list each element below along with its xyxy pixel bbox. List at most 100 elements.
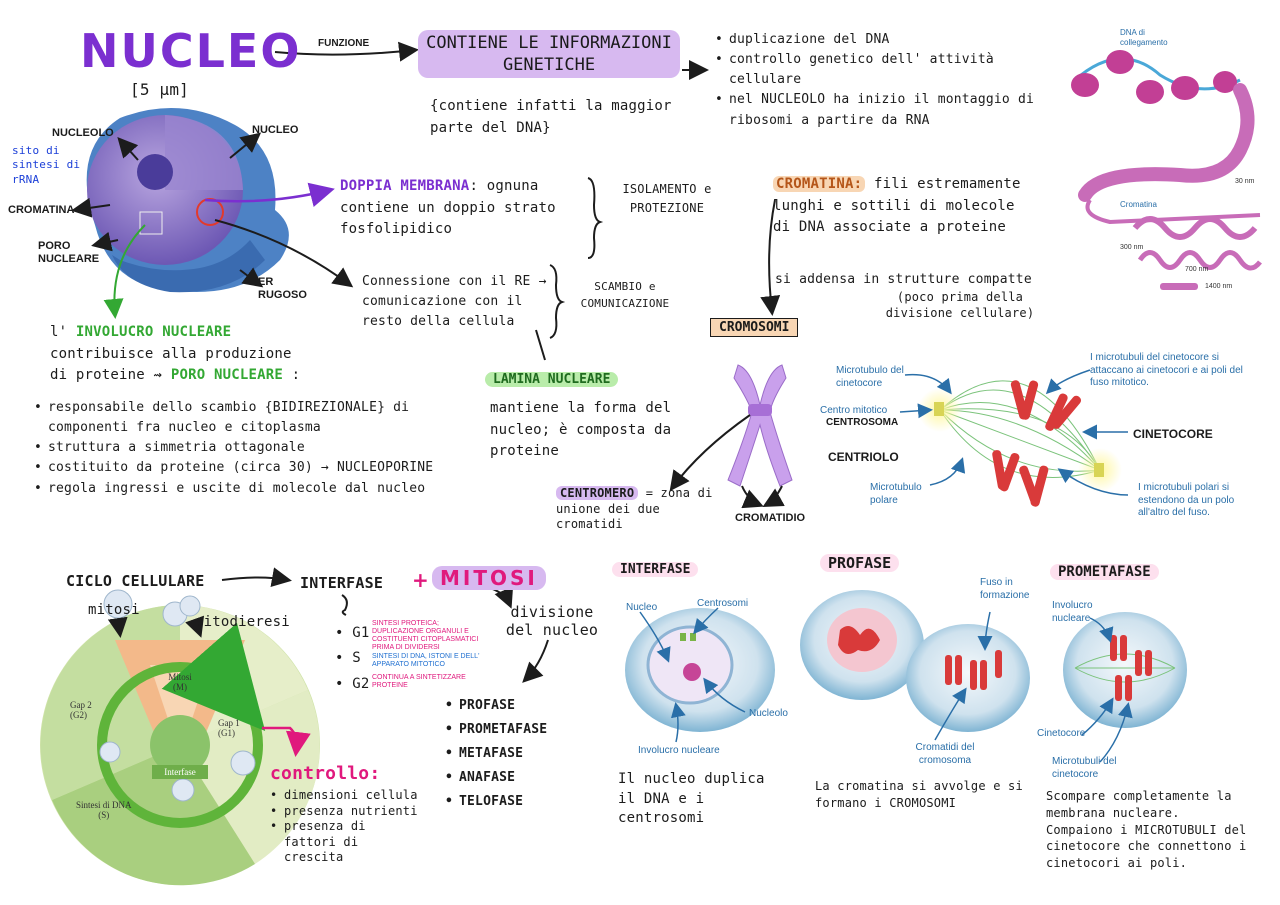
dna-scale-700: 700 nm — [1185, 266, 1209, 273]
controllo-item: dimensioni cellula — [270, 788, 420, 804]
interfase-nucleo: Nucleo — [626, 602, 658, 613]
spindle-r2: CINETOCORE — [1133, 427, 1213, 441]
phase-item: TELOFASE — [445, 790, 547, 814]
ciclo-title: CICLO CELLULARE — [66, 572, 205, 590]
profase-cells — [800, 590, 1030, 732]
centromero-text: = zona di unione dei due cromatidi — [556, 486, 713, 532]
cycle-sintesi-text: Sintesi di DNA — [76, 800, 132, 810]
label-poro: PORO NUCLEARE — [38, 240, 100, 266]
involucro-intro: l' — [50, 324, 68, 340]
involucro-item: responsabile dello scambio {BIDIREZIONAL… — [34, 398, 454, 438]
plus-sign: + — [412, 568, 429, 592]
s-label: • S — [335, 650, 361, 666]
dna-scale-1400: 1400 nm — [1205, 283, 1233, 290]
interfase-involucro: Involucro nucleare — [638, 745, 720, 756]
phases-list: PROFASE PROMETAFASE METAFASE ANAFASE TEL… — [445, 694, 547, 814]
nucleus-size: [5 μm] — [130, 80, 189, 99]
s-code: S — [352, 650, 361, 666]
mitosi-label: MITOSI — [432, 566, 546, 590]
function-item: nel NUCLEOLO ha inizio il montaggio di r… — [715, 90, 1045, 130]
involucro-text2: di proteine ⇝ — [50, 367, 163, 384]
spindle-chromosomes — [992, 380, 1082, 507]
cycle-g2-text: (G2) — [70, 710, 87, 720]
cycle-cito-label: citodieresi — [195, 614, 290, 630]
page-title: NUCLEO — [80, 24, 302, 78]
label-nucleolo: NUCLEOLO — [52, 127, 114, 139]
cycle-gap1-text: Gap 1 — [218, 718, 240, 728]
genetic-info-text: CONTIENE LE INFORMAZIONI GENETICHE — [426, 33, 672, 76]
involucro-list: responsabile dello scambio {BIDIREZIONAL… — [34, 398, 454, 499]
phase-item: ANAFASE — [445, 766, 547, 790]
prometafase-involucro: Involucro nucleare — [1052, 600, 1093, 624]
controllo-list: dimensioni cellula presenza nutrienti pr… — [270, 788, 420, 866]
cromatina-block: CROMATINA: fili estremamente lunghi e so… — [773, 174, 1038, 239]
cromatidio-label: CROMATIDIO — [735, 512, 806, 524]
interfase-caption: Il nucleo duplica il DNA e i centrosomi — [618, 771, 765, 827]
membrana-text: : ognuna contiene un doppio strato fosfo… — [340, 178, 556, 238]
g2-code: G2 — [352, 676, 370, 692]
involucro-item: costituito da proteine (circa 30) → NUCL… — [34, 458, 454, 478]
label-sito-rrna: sito di sintesi di rRNA — [12, 144, 81, 186]
lamina-title: LAMINA NUCLEARE — [485, 372, 619, 387]
cycle-mitosi-label: mitosi — [88, 602, 140, 618]
cell-cycle-diagram — [40, 589, 320, 886]
cycle-mitosi-box: Mitosi (M) — [150, 672, 210, 692]
prometafase-cell — [1063, 612, 1187, 728]
phase-item: METAFASE — [445, 742, 547, 766]
spindle-r3: I microtubuli polari si estendono da un … — [1138, 482, 1235, 518]
involucro-item: struttura a simmetria ottagonale — [34, 438, 454, 458]
profase-fuso: Fuso in formazione — [980, 577, 1030, 601]
involucro-item: regola ingressi e uscite di molecole dal… — [34, 479, 454, 499]
centromero-block: CENTROMERO = zona di unione dei due crom… — [556, 486, 716, 533]
phase-item: PROFASE — [445, 694, 547, 718]
interfase-panel-title: INTERFASE — [612, 562, 699, 577]
chromosome-x — [727, 364, 793, 487]
cromatina-note: (poco prima della divisione cellulare) — [885, 290, 1035, 320]
dna-scale-300: 300 nm — [1120, 244, 1144, 251]
cycle-gap2-text: Gap 2 — [70, 700, 92, 710]
interfase-label: INTERFASE — [300, 574, 384, 592]
genetic-info-box: CONTIENE LE INFORMAZIONI GENETICHE — [418, 30, 680, 79]
controllo-item: presenza di fattori di crescita — [270, 819, 420, 866]
dna-coil-diagram — [1071, 50, 1262, 290]
prometafase-caption: Scompare completamente la membrana nucle… — [1046, 789, 1247, 871]
phase-item: PROMETAFASE — [445, 718, 547, 742]
function-item: duplicazione del DNA — [715, 30, 1045, 50]
dna-label-cromatina: Cromatina — [1120, 200, 1157, 209]
interfase-nucleolo: Nucleolo — [749, 708, 788, 719]
cycle-gap1: Gap 1 (G1) — [218, 718, 240, 738]
profase-caption: La cromatina si avvolge e si formano i C… — [815, 779, 1023, 810]
connessione-text: Connessione con il RE → comunicazione co… — [362, 274, 547, 330]
cycle-gap2: Gap 2 (G2) — [70, 700, 92, 720]
prometafase-micro: Microtubuli del cinetocore — [1052, 756, 1117, 780]
spindle-l3: CENTROSOMA — [826, 417, 899, 428]
g2-text: CONTINUA A SINTETIZZARE PROTEINE — [372, 674, 466, 690]
prometafase-panel-title: PROMETAFASE — [1050, 564, 1159, 580]
divisione-label: divisione del nucleo — [505, 603, 599, 639]
g1-code: G1 — [352, 625, 370, 641]
cycle-s-text: (S) — [98, 810, 110, 820]
g1-label: • G1 — [335, 625, 370, 641]
spindle-l1: Microtubulo del cinetocore — [836, 365, 904, 389]
lamina-text: mantiene la forma del nucleo; è composta… — [490, 400, 672, 460]
interfase-centrosomi: Centrosomi — [697, 598, 749, 609]
g2-label: • G2 — [335, 676, 370, 692]
cycle-m-text: (M) — [173, 682, 187, 692]
controllo-title: controllo: — [270, 763, 381, 784]
involucro-block: l' INVOLUCRO NUCLEARE contribuisce alla … — [50, 324, 301, 384]
label-er: ER RUGOSO — [258, 276, 307, 302]
cycle-g1-text: (G1) — [218, 728, 235, 738]
cromatina-text: fili estremamente lunghi e sottili di mo… — [773, 176, 1021, 236]
g1-text: SINTESI PROTEICA; DUPLICAZIONE ORGANULI … — [372, 620, 479, 652]
profase-cromatidi: Cromatidi del cromosoma — [915, 742, 975, 766]
membrana-title: DOPPIA MEMBRANA — [340, 178, 470, 194]
cromosomi-title: CROMOSOMI — [710, 318, 799, 337]
label-nucleo: NUCLEO — [252, 124, 299, 136]
cromatina-title: CROMATINA: — [773, 176, 866, 192]
spindle-l4: CENTRIOLO — [828, 450, 899, 464]
controllo-item: presenza nutrienti — [270, 804, 420, 820]
membrana-function: ISOLAMENTO e PROTEZIONE — [622, 182, 712, 215]
funzione-label: FUNZIONE — [318, 38, 370, 49]
involucro-title: INVOLUCRO NUCLEARE — [75, 324, 232, 340]
